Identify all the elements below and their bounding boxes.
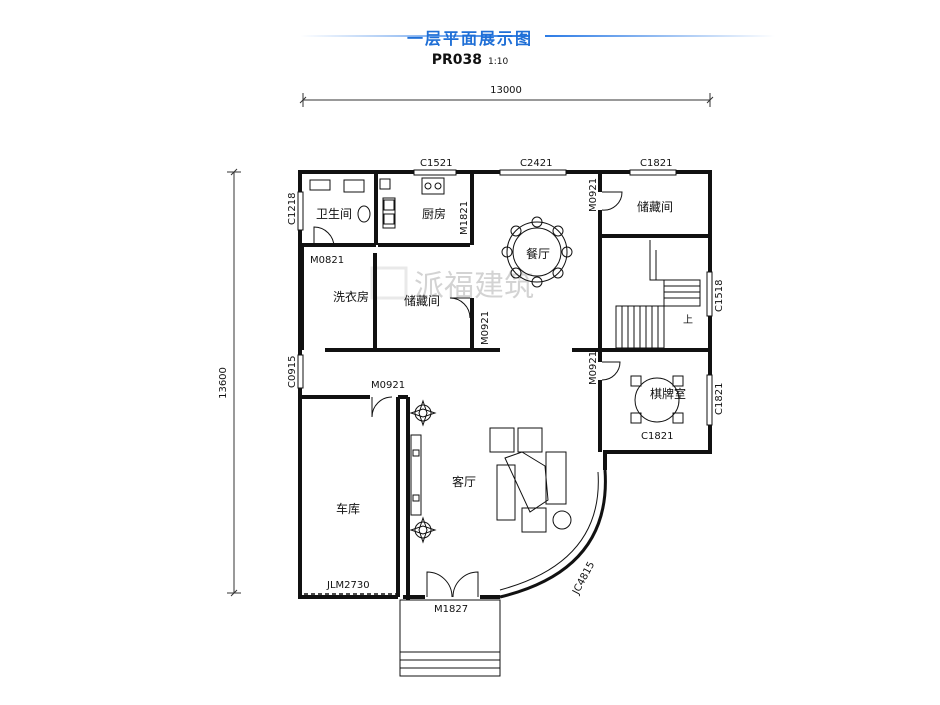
mahjong-table bbox=[630, 375, 684, 424]
plant-top bbox=[409, 399, 437, 427]
dining-table bbox=[501, 216, 573, 288]
plan-title: 一层平面展示图 bbox=[406, 29, 533, 48]
room-mahjong: 棋牌室 bbox=[650, 386, 686, 401]
room-living: 客厅 bbox=[452, 474, 476, 489]
code-jc4815: JC4815 bbox=[570, 560, 597, 597]
code-c1521: C1521 bbox=[420, 158, 452, 169]
code-c1821-bottom: C1821 bbox=[641, 431, 673, 442]
code-c1821-right: C1821 bbox=[714, 383, 725, 415]
code-m0921-b: M0921 bbox=[480, 311, 491, 345]
windows bbox=[297, 169, 713, 426]
code-m1821: M1821 bbox=[459, 201, 470, 235]
plant-bottom bbox=[409, 516, 437, 544]
code-m1827: M1827 bbox=[434, 604, 468, 615]
dimension-height bbox=[227, 168, 241, 597]
code-c2421: C2421 bbox=[520, 158, 552, 169]
watermark-logo: 派福建筑 bbox=[370, 266, 534, 304]
dim-height-label: 13600 bbox=[218, 367, 229, 399]
curved-window-line bbox=[499, 471, 599, 591]
interior-walls bbox=[300, 172, 708, 600]
title-line-left bbox=[300, 35, 530, 37]
title-line-right bbox=[545, 35, 775, 37]
code-c0915: C0915 bbox=[287, 356, 298, 388]
bathroom-fixtures bbox=[309, 178, 391, 223]
plan-scale: 1:10 bbox=[488, 57, 509, 67]
tv-cabinet bbox=[410, 434, 422, 516]
code-m0921-a: M0921 bbox=[588, 178, 599, 212]
plan-code: PR038 bbox=[431, 52, 483, 68]
room-kitchen: 厨房 bbox=[422, 206, 446, 221]
room-dining: 餐厅 bbox=[526, 246, 550, 261]
code-c1218: C1218 bbox=[287, 193, 298, 225]
living-room-sofas bbox=[489, 427, 572, 533]
room-storage-mid: 储藏间 bbox=[404, 293, 440, 308]
room-storage-ne: 储藏间 bbox=[637, 199, 673, 214]
curved-wall bbox=[499, 469, 607, 599]
code-m0821: M0821 bbox=[310, 255, 344, 266]
code-m0921-d: M0921 bbox=[371, 380, 405, 391]
dimension-width bbox=[299, 93, 714, 107]
staircase bbox=[615, 240, 701, 349]
kitchen-fixtures bbox=[382, 177, 445, 229]
stairs-up-label: 上 bbox=[683, 314, 693, 326]
room-bathroom: 卫生间 bbox=[316, 207, 352, 221]
dim-width-label: 13000 bbox=[490, 85, 522, 96]
code-jlm2730: JLM2730 bbox=[326, 580, 370, 591]
door-swings bbox=[313, 191, 623, 598]
code-c1821-top: C1821 bbox=[640, 158, 672, 169]
room-garage: 车库 bbox=[336, 501, 360, 516]
room-laundry: 洗衣房 bbox=[333, 289, 369, 304]
entrance-steps bbox=[399, 599, 501, 677]
code-c1518: C1518 bbox=[714, 280, 725, 312]
code-m0921-c: M0921 bbox=[588, 351, 599, 385]
plan-subtitle: PR038 1:10 bbox=[0, 52, 940, 68]
